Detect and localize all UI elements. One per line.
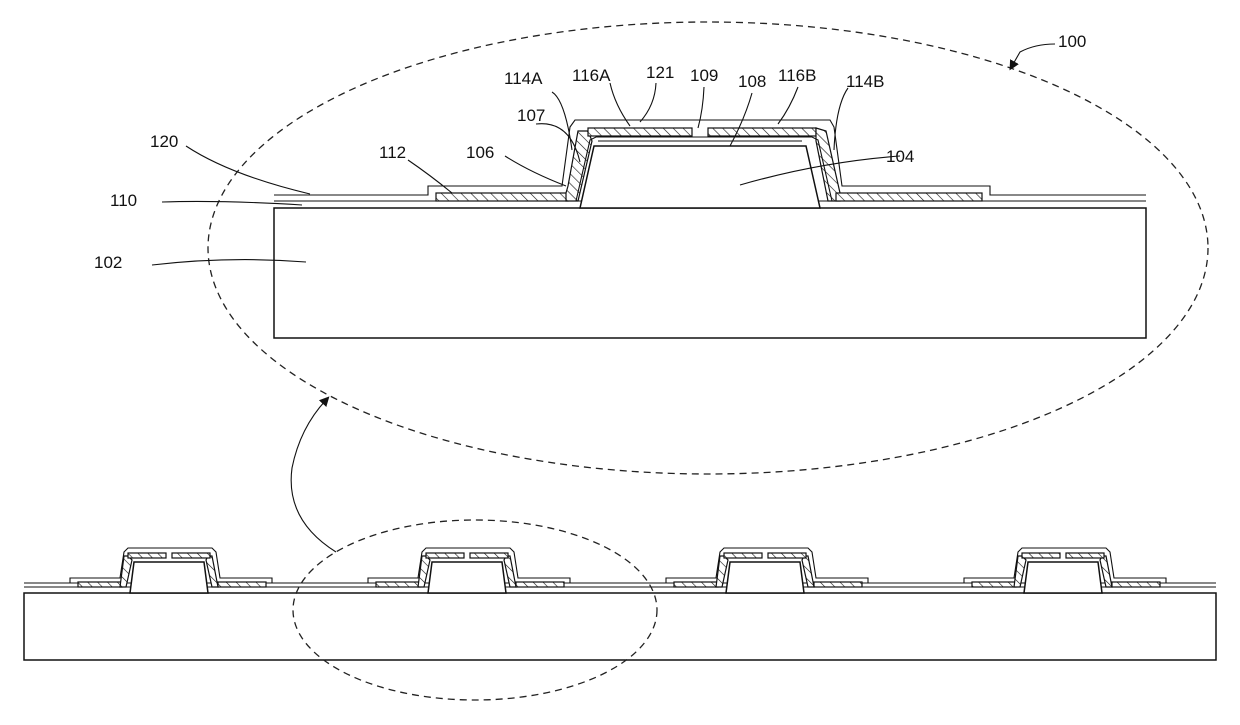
label-108: 108 [738,72,766,91]
array-device-gate [130,562,208,593]
array-device-left-sidewall [1014,556,1026,587]
array-device-top-right [1066,553,1104,558]
substrate-102 [274,208,1146,338]
array-device-top-right [470,553,508,558]
electrode-116A [588,128,692,136]
array-device-left-pad [972,582,1016,587]
array-device-right-sidewall [1100,556,1112,587]
label-100: 100 [1058,32,1086,51]
label-114B: 114B [846,72,884,91]
array-device-top-left [1022,553,1060,558]
label-106: 106 [466,143,494,162]
array-device-left-pad [674,582,718,587]
magnified-view [208,22,1208,474]
label-120: 120 [150,132,178,151]
array-device-right-pad [218,582,266,587]
electrode-right-pad [836,193,982,201]
array-device-right-pad [516,582,564,587]
array-device-right-sidewall [206,556,218,587]
array-device-top-left [128,553,166,558]
label-102: 102 [94,253,122,272]
array-view [24,520,1216,700]
label-121: 121 [646,63,674,82]
label-110: 110 [110,191,137,210]
array-device-left-sidewall [418,556,430,587]
array-device-left-sidewall [120,556,132,587]
label-109: 109 [690,66,718,85]
label-107: 107 [517,106,545,125]
array-device-right-pad [814,582,862,587]
array-substrate [24,593,1216,660]
array-device-left-sidewall [716,556,728,587]
label-114A: 114A [504,69,543,88]
label-116A: 116A [572,66,611,85]
label-112: 112 [379,143,406,162]
electrode-116B [708,128,816,136]
array-device-top-right [768,553,806,558]
array-device-gate [428,562,506,593]
array-device-right-pad [1112,582,1160,587]
array-device-top-left [724,553,762,558]
array-device-right-sidewall [504,556,516,587]
label-104: 104 [886,147,914,166]
array-device-left-pad [78,582,122,587]
electrode-112 [436,193,568,201]
array-device-right-sidewall [802,556,814,587]
array-device-gate [1024,562,1102,593]
array-device [964,548,1166,593]
array-device [666,548,868,593]
array-device-left-pad [376,582,420,587]
array-device-top-right [172,553,210,558]
array-device-gate [726,562,804,593]
label-116B: 116B [778,66,816,85]
array-device [368,548,570,593]
array-device-top-left [426,553,464,558]
array-device [70,548,272,593]
gate-104 [580,146,820,208]
